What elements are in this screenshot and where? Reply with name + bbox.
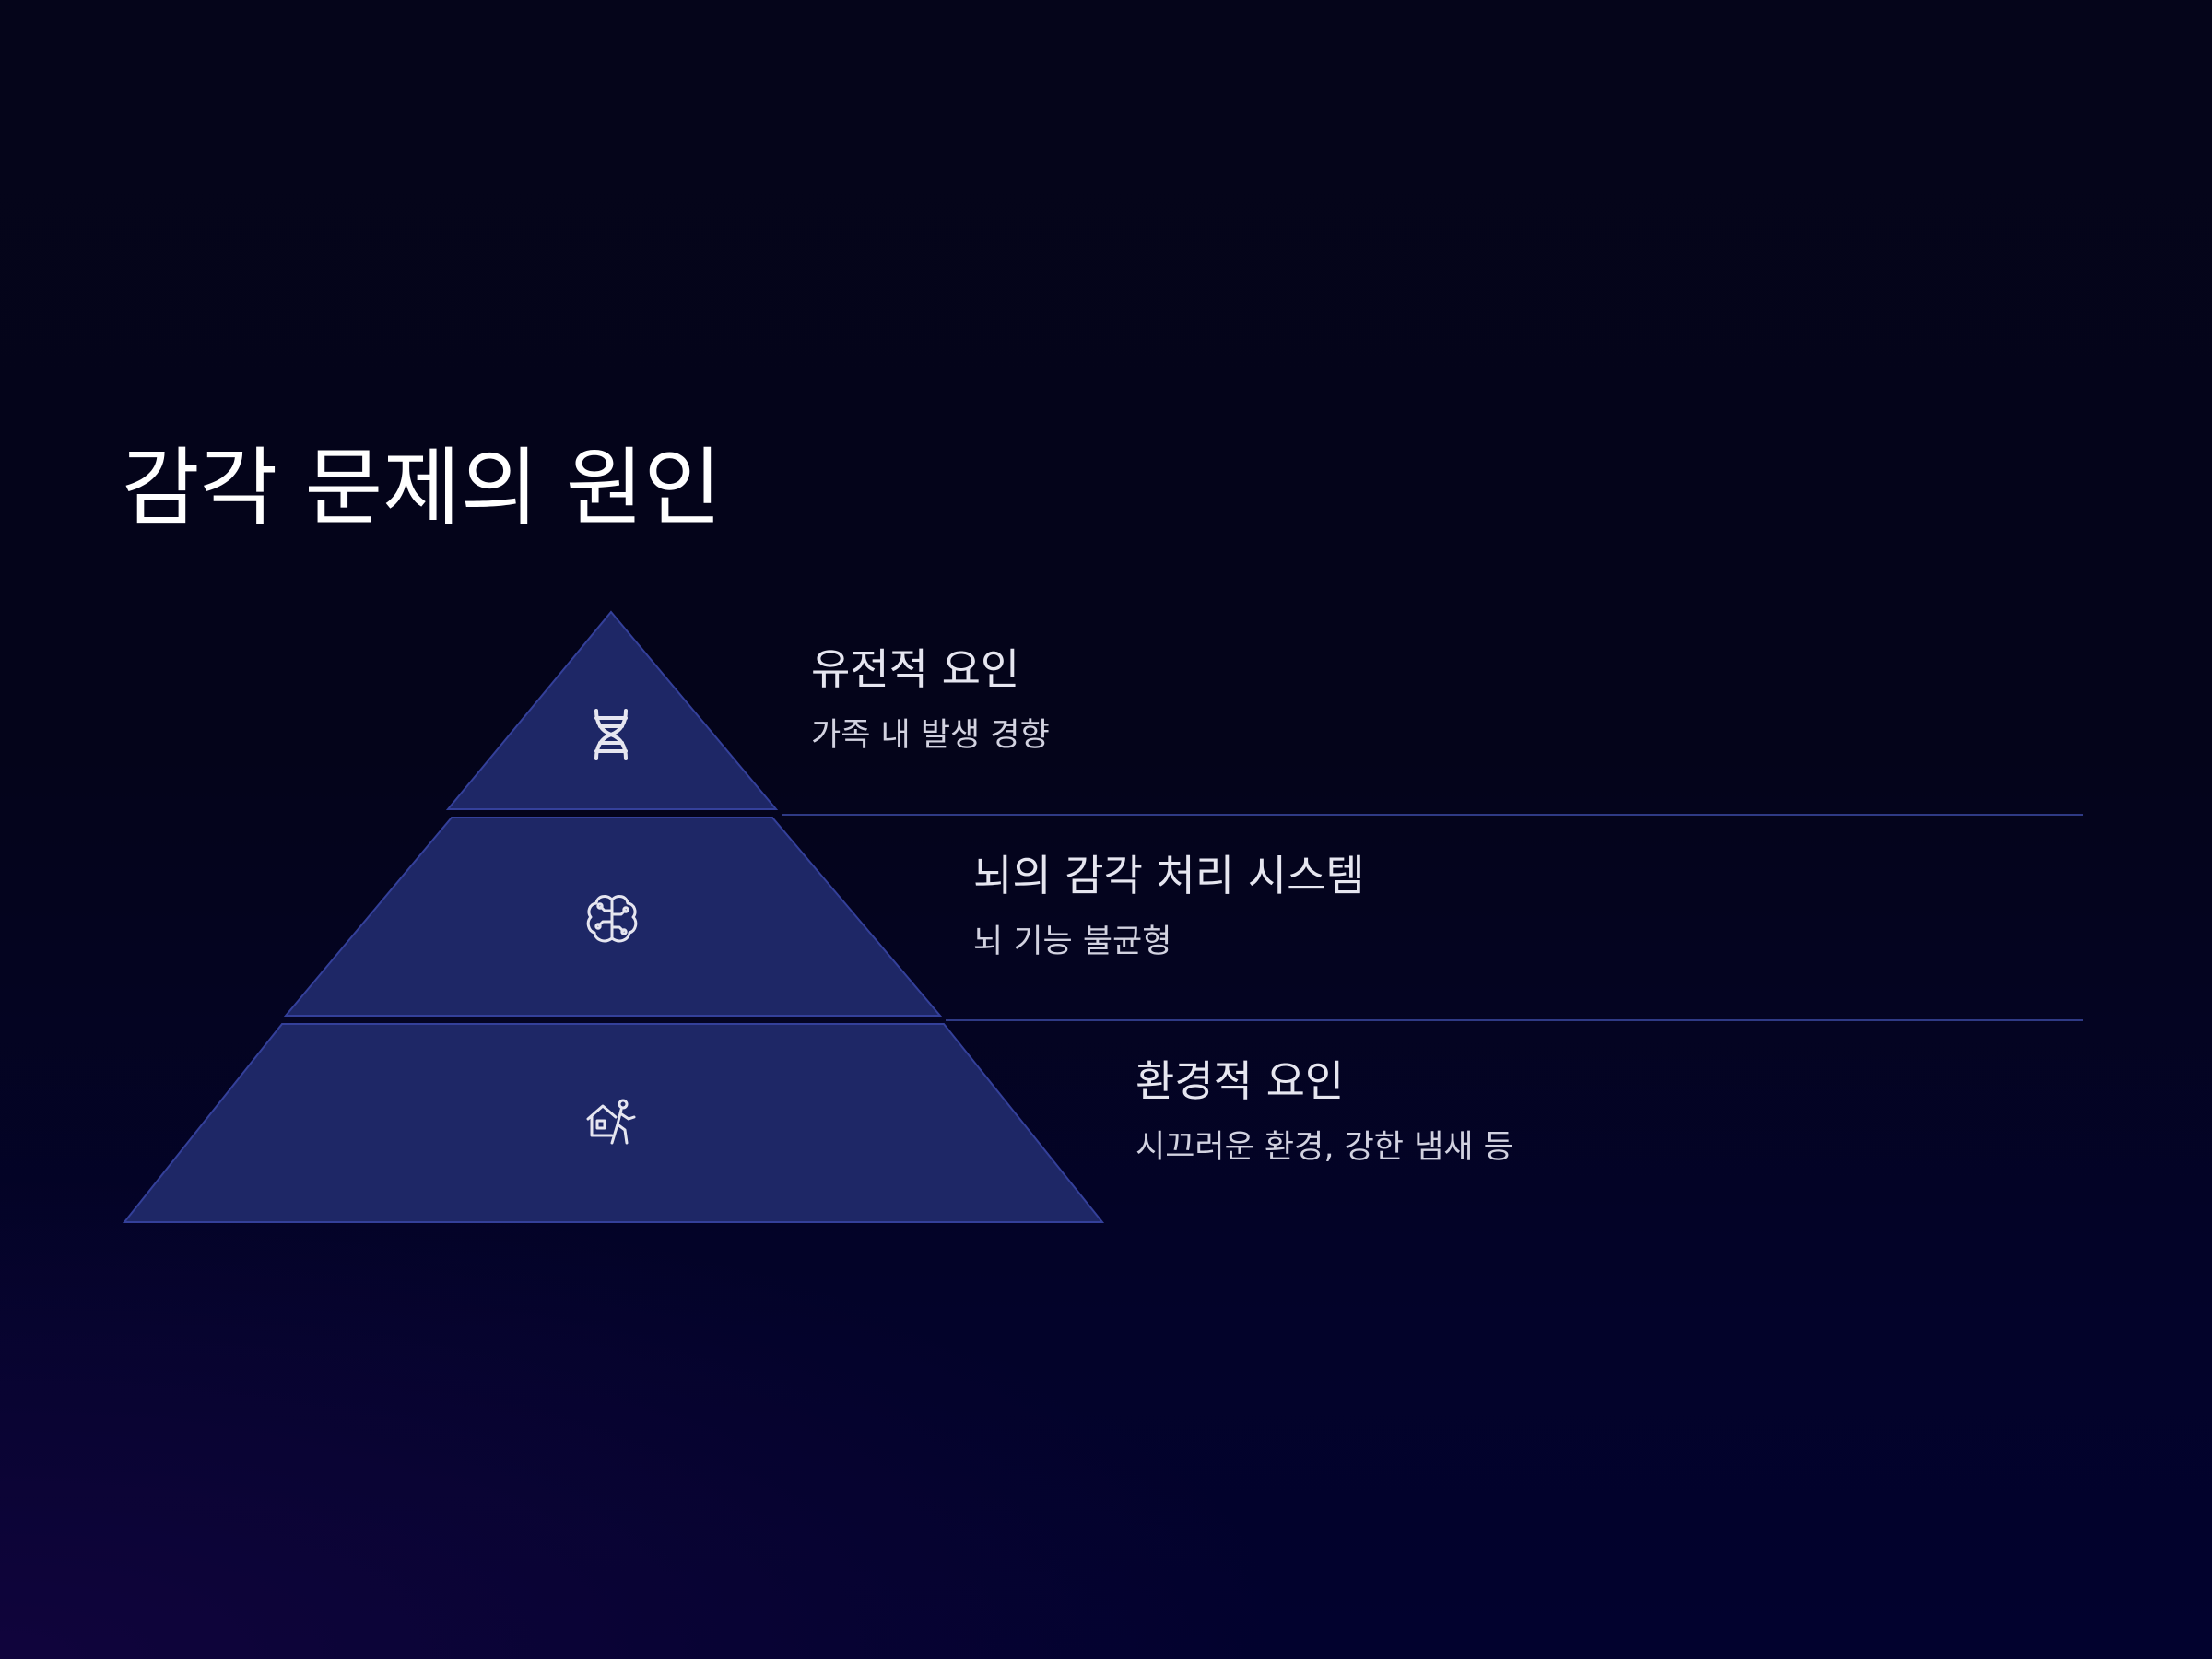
level-heading: 유전적 요인 [811,644,1020,694]
level-heading: 환경적 요인 [1135,1056,1345,1106]
level-description: 뇌 기능 불균형 [973,924,1172,960]
level-text-environment: 환경적 요인 시끄러운 환경, 강한 냄새 등 [1135,1055,1513,1168]
divider-line [782,814,2083,816]
level-text-genetic: 유전적 요인 가족 내 발생 경향 [811,643,1050,756]
level-heading: 뇌의 감각 처리 시스템 [973,851,1365,900]
house-person-icon [586,1099,636,1145]
brain-icon [586,895,638,943]
slide-title: 감각 문제의 원인 [122,439,722,537]
divider-line [946,1019,2083,1021]
pyramid-level-top [445,610,779,810]
level-description: 시끄러운 환경, 강한 냄새 등 [1135,1129,1513,1166]
pyramid-level-bottom [122,1023,1105,1223]
level-description: 가족 내 발생 경향 [811,717,1050,754]
dna-icon [594,709,628,760]
level-text-brain: 뇌의 감각 처리 시스템 뇌 기능 불균형 [973,850,1365,962]
